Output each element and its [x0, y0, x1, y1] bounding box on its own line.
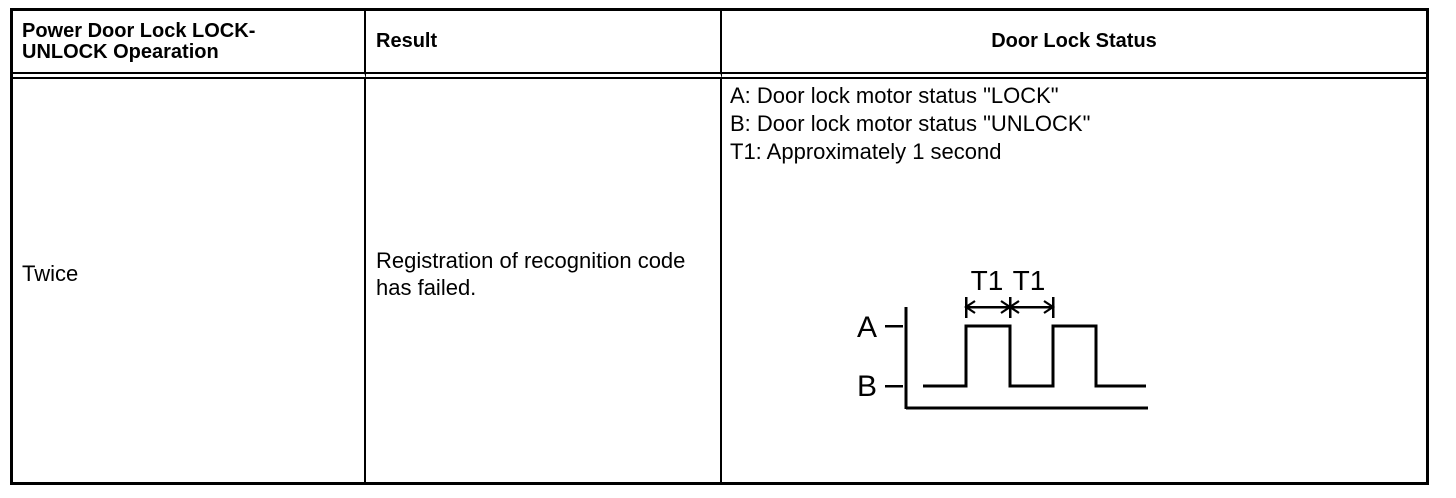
cell-door-lock-status: A: Door lock motor status "LOCK" B: Door…: [722, 79, 1426, 482]
door-lock-waveform-svg: T1 T1 A B: [857, 265, 1148, 410]
waveform-legend: A: Door lock motor status "LOCK" B: Door…: [730, 82, 1426, 166]
square-wave-trace: [923, 324, 1146, 388]
waveform-diagram: T1 T1 A B: [853, 260, 1153, 420]
legend-line-t1: T1: Approximately 1 second: [730, 139, 1002, 164]
header-result-label: Result: [376, 30, 438, 52]
header-operation: Power Door Lock LOCK- UNLOCK Opearation: [13, 11, 366, 79]
legend-line-b: B: Door lock motor status "UNLOCK": [730, 111, 1091, 136]
header-result: Result: [366, 11, 722, 79]
arrowhead-icon: [964, 300, 976, 314]
header-operation-label: Power Door Lock LOCK- UNLOCK Opearation: [22, 19, 256, 63]
result-value: Registration of recognition code has fai…: [376, 247, 686, 300]
a-level-label: A: [857, 311, 877, 344]
door-lock-status-table: Power Door Lock LOCK- UNLOCK Opearation …: [10, 8, 1429, 485]
t1-label-1: T1: [971, 265, 1004, 296]
t1-label-2: T1: [1013, 265, 1046, 296]
header-door-lock-status-label: Door Lock Status: [991, 30, 1157, 52]
cell-result: Registration of recognition code has fai…: [366, 79, 722, 482]
b-level-label: B: [857, 370, 877, 403]
operation-value: Twice: [22, 261, 79, 286]
header-door-lock-status: Door Lock Status: [722, 11, 1426, 79]
arrowhead-icon: [1008, 300, 1020, 314]
arrowhead-icon: [1043, 300, 1055, 314]
legend-line-a: A: Door lock motor status "LOCK": [730, 83, 1059, 108]
cell-operation: Twice: [13, 79, 366, 482]
